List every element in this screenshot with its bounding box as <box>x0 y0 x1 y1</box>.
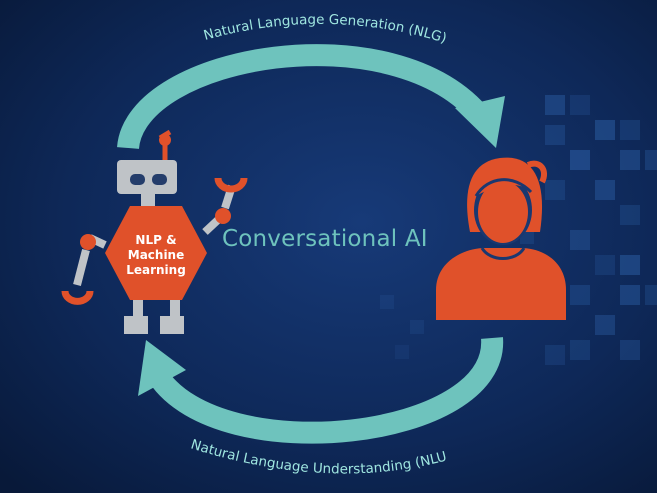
robot-label-line-2: Machine <box>127 248 185 262</box>
robot-label-line-1: NLP & <box>135 233 177 247</box>
person-icon <box>436 157 566 320</box>
center-title: Conversational AI <box>222 226 428 252</box>
robot-label-line-3: Learning <box>126 263 186 277</box>
robot-body-label: NLP & Machine Learning <box>103 233 209 278</box>
nlu-cycle-arrow <box>138 337 504 444</box>
robot-icon <box>61 129 248 334</box>
background-pixel-grid <box>380 95 657 365</box>
nlg-cycle-arrow <box>117 44 505 150</box>
